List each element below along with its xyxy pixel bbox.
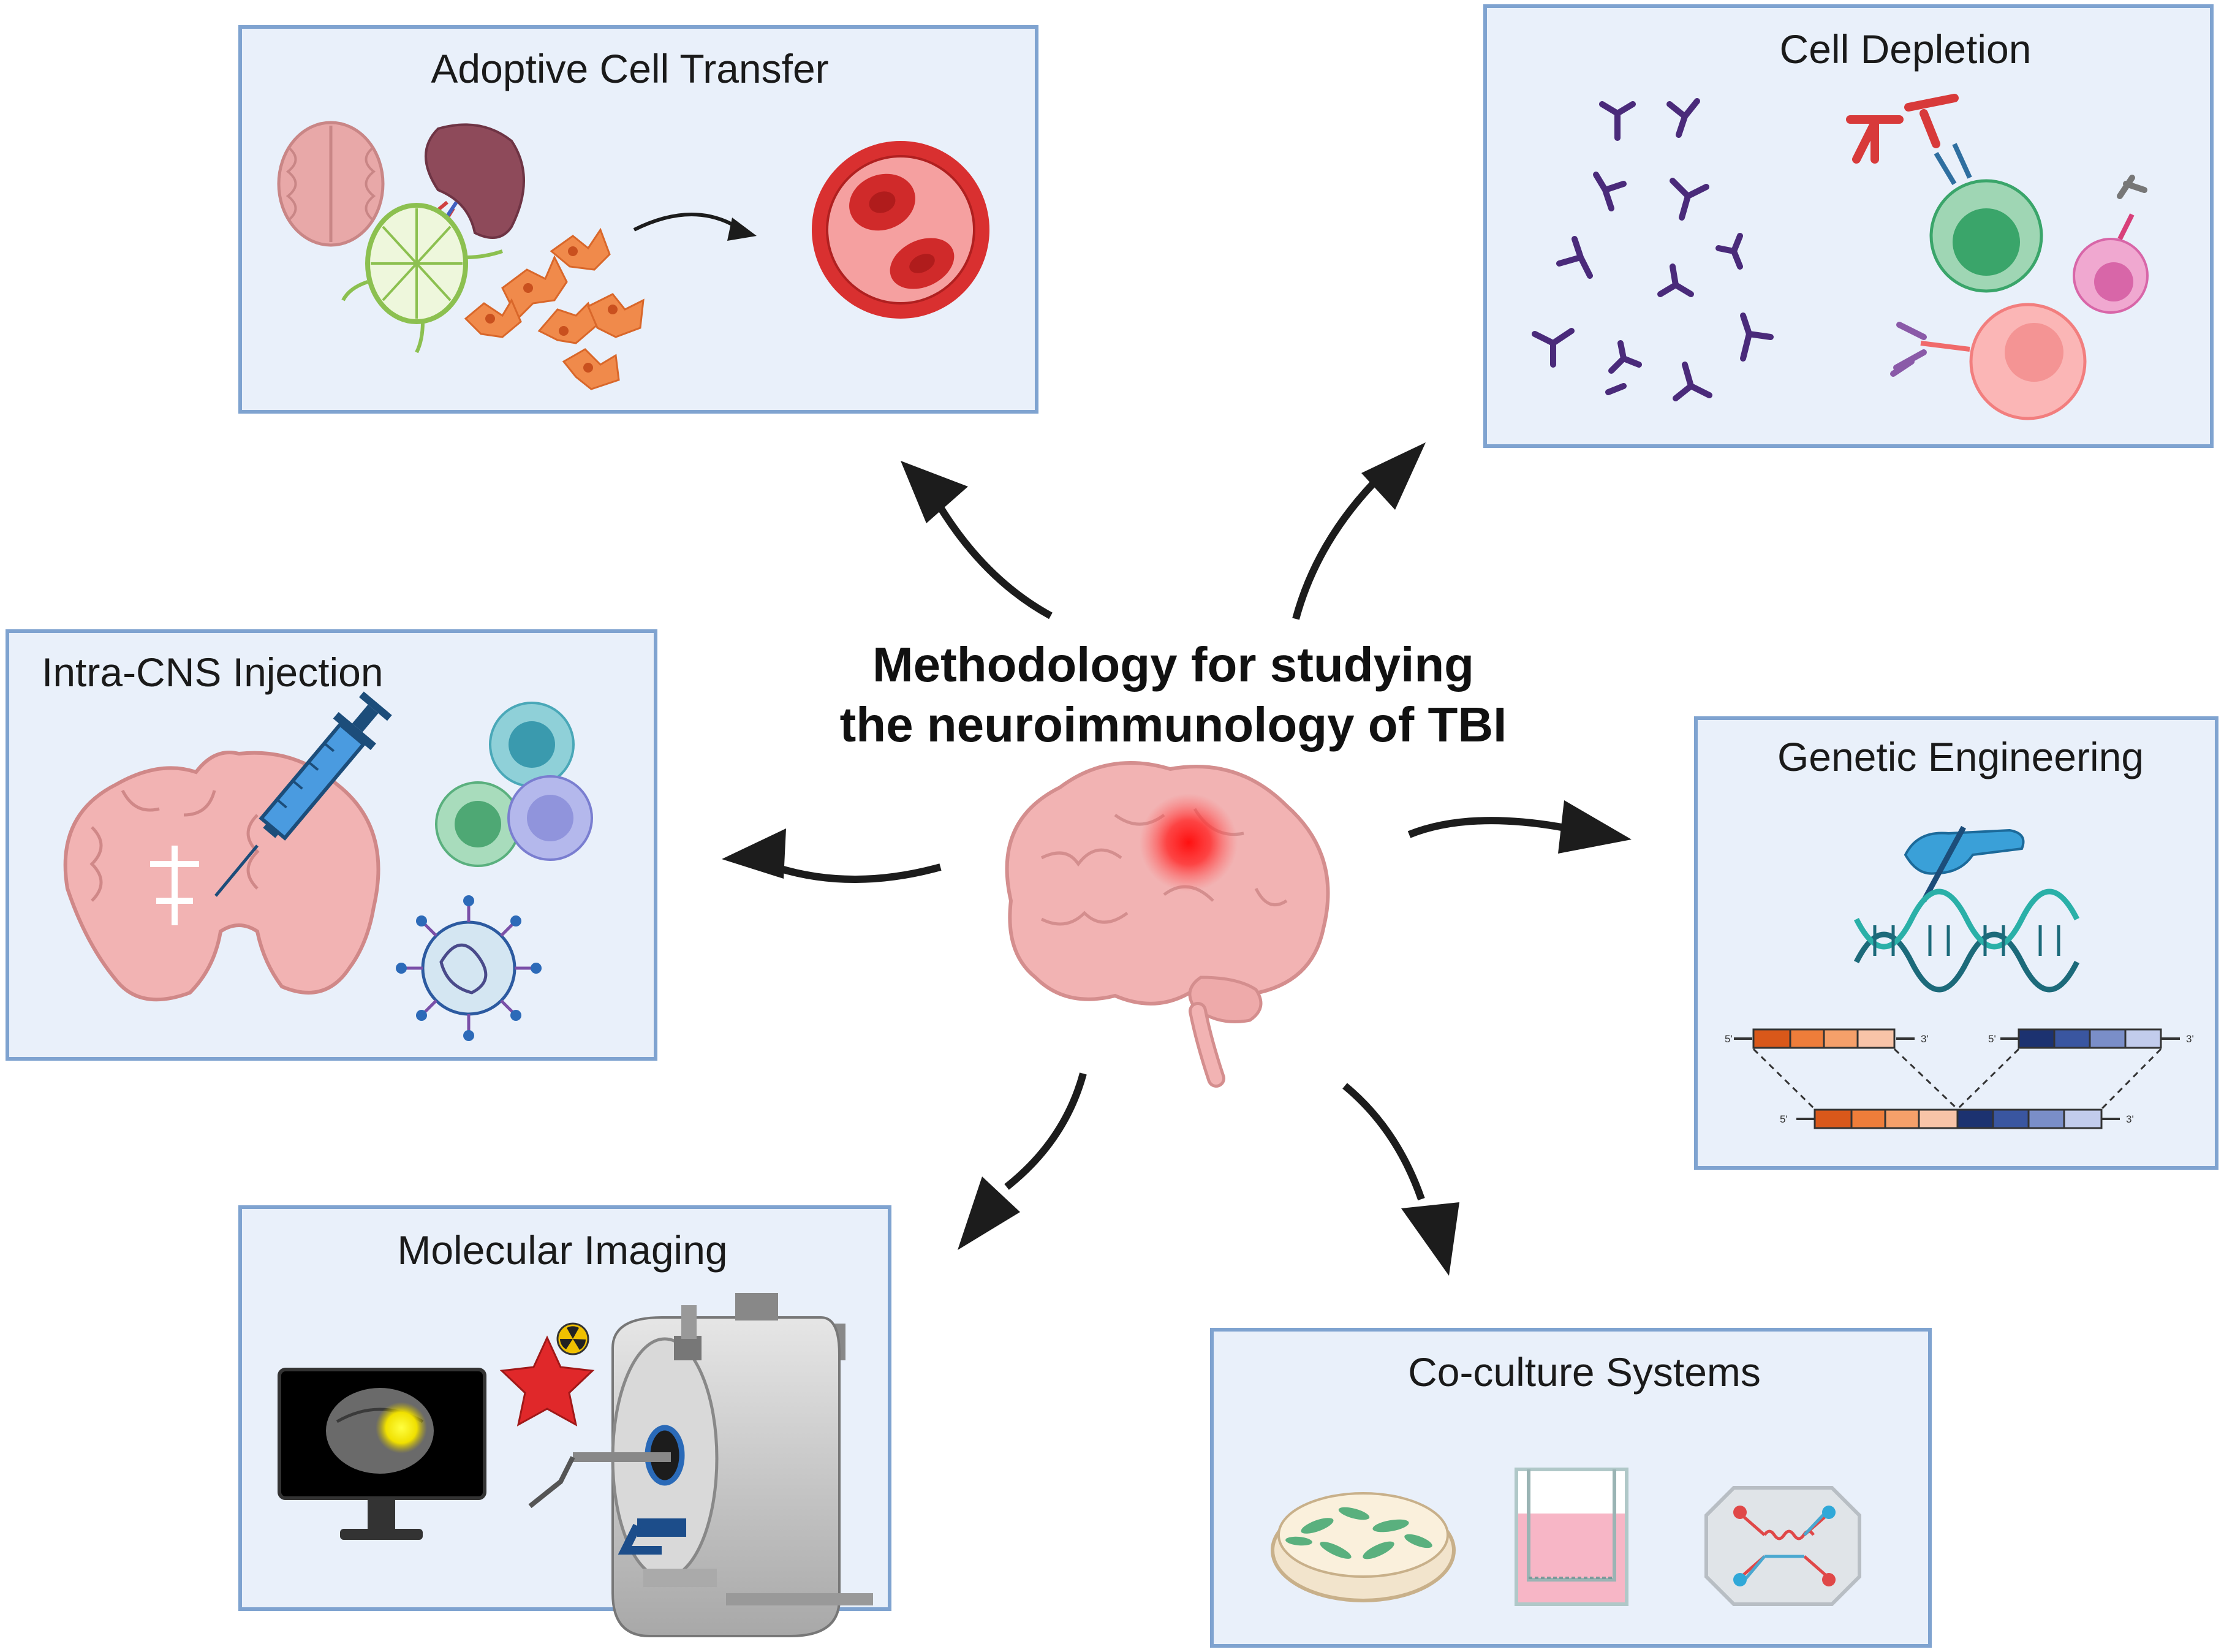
immune-cells-icon: [435, 702, 593, 867]
recombination-lines: [1752, 1048, 2162, 1110]
virus-icon: [396, 895, 542, 1041]
label-5prime: 5': [1725, 1033, 1733, 1045]
central-brain-icon: [1005, 761, 1330, 1088]
main-title-line1: Methodology for studying: [872, 637, 1474, 692]
transfer-arrow-icon: [633, 213, 757, 241]
panel-title-adoptive: Adoptive Cell Transfer: [431, 46, 828, 91]
label-5prime: 5': [1780, 1113, 1788, 1125]
red-antibody-icon: [1846, 94, 1959, 164]
label-3prime: 3': [2186, 1033, 2194, 1045]
blood-vessel-icon: [812, 141, 989, 319]
gene-construct-orange: 5' 3': [1725, 1028, 1929, 1049]
dna-helix-icon: [1853, 889, 2080, 993]
arrow-to-injection: [722, 828, 942, 883]
panel-adoptive-cell-transfer: Adoptive Cell Transfer: [238, 25, 1038, 414]
scanner-bed-icon: [528, 1452, 686, 1555]
tracer-star-icon: [499, 1322, 595, 1427]
lymph-node-icon: [341, 203, 503, 354]
arrow-to-imaging: [958, 1072, 1087, 1250]
antibody-cluster-icon: [1532, 98, 1774, 401]
panel-molecular-imaging: Molecular Imaging: [238, 1205, 891, 1637]
gene-construct-blue: 5' 3': [1988, 1028, 2194, 1049]
label-5prime: 5': [1988, 1033, 1996, 1045]
panel-title-injection: Intra-CNS Injection: [42, 650, 384, 695]
arrow-to-coculture: [1342, 1083, 1459, 1276]
salmon-cell-icon: [1890, 303, 2087, 420]
monitor-icon: [278, 1368, 486, 1540]
panel-cell-depletion: Cell Depletion: [1483, 4, 2214, 448]
arrow-to-depletion: [1292, 442, 1426, 620]
transwell-icon: [1515, 1468, 1628, 1606]
syringe-icon: [214, 691, 392, 897]
brain-icon: [277, 121, 385, 247]
gene-construct-fused: 5' 3': [1780, 1108, 2134, 1129]
panel-intra-cns-injection: Intra-CNS Injection: [6, 629, 657, 1061]
panel-title-coculture: Co-culture Systems: [1408, 1349, 1761, 1395]
green-cell-icon: [1929, 143, 2043, 293]
orange-cells-icon: [464, 227, 645, 390]
label-3prime: 3': [2126, 1113, 2134, 1125]
panel-co-culture-systems: Co-culture Systems: [1210, 1328, 1932, 1648]
label-3prime: 3': [1921, 1033, 1929, 1045]
petri-dish-icon: [1271, 1492, 1456, 1602]
main-title-line2: the neuroimmunology of TBI: [840, 697, 1507, 752]
panel-genetic-engineering: Genetic Engineering 5' 3': [1694, 716, 2218, 1170]
panel-title-depletion: Cell Depletion: [1780, 26, 2032, 72]
arrow-to-genetic: [1407, 800, 1632, 854]
arrow-to-adoptive: [901, 461, 1053, 620]
pink-cell-icon: [2073, 175, 2149, 314]
gloved-hand-icon: [1904, 825, 2025, 903]
pet-scanner-icon: [611, 1293, 873, 1637]
panel-title-imaging: Molecular Imaging: [397, 1227, 727, 1273]
microfluidic-chip-icon: [1704, 1486, 1861, 1606]
panel-title-genetic: Genetic Engineering: [1777, 734, 2144, 779]
